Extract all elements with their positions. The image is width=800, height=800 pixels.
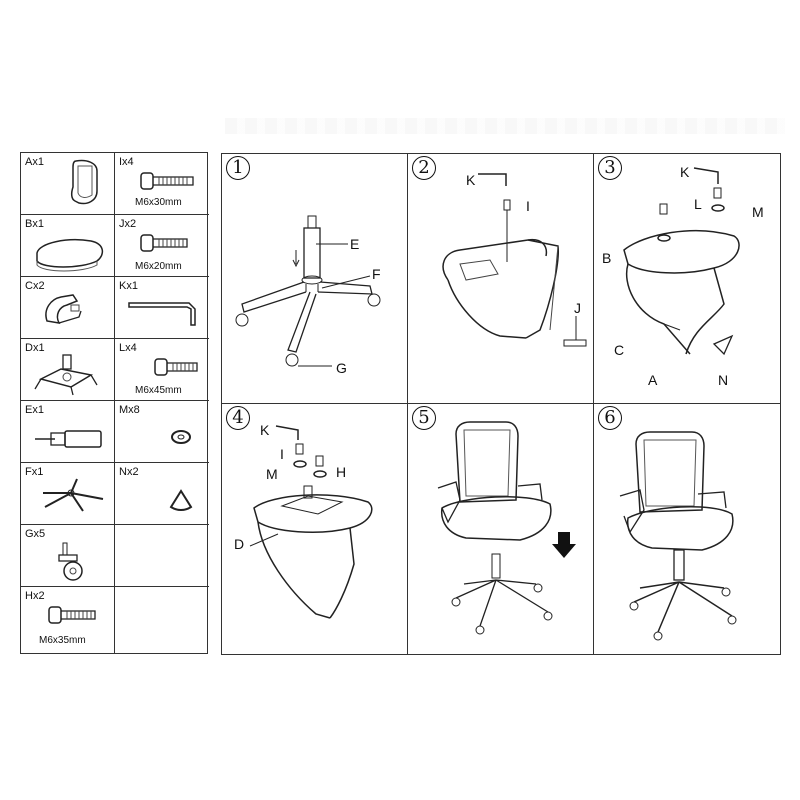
callout-label: G (336, 360, 347, 376)
step-6-panel: 6 (594, 404, 780, 654)
part-cell-d: Dx1 (21, 339, 115, 401)
callout-label: C (614, 342, 625, 358)
bolt-icon (140, 172, 194, 190)
part-label: Ix4 (119, 156, 134, 168)
part-label: Hx2 (25, 590, 45, 602)
part-cell-g: Gx5 (21, 525, 115, 587)
part-label: Cx2 (25, 280, 45, 292)
callout-label: I (280, 446, 284, 462)
callout-label: A (648, 372, 658, 388)
armrest-attach-illustration (442, 173, 587, 347)
callout-label: F (372, 266, 381, 282)
part-label: Nx2 (119, 466, 139, 478)
callout-label: D (234, 536, 245, 552)
allen-key-icon (128, 302, 196, 326)
part-label: Ax1 (25, 156, 44, 168)
part-size: M6x30mm (135, 197, 182, 208)
part-label: Bx1 (25, 218, 44, 230)
part-cell-m: Mx8 (115, 401, 209, 463)
part-label: Jx2 (119, 218, 137, 230)
part-label: Ex1 (25, 404, 44, 416)
part-cell-l: Lx4 M6x45mm (115, 339, 209, 401)
callout-label: L (694, 196, 702, 212)
part-cell-empty (115, 525, 209, 587)
part-size: M6x45mm (135, 385, 182, 396)
callout-label: K (260, 422, 270, 438)
mechanism-icon (34, 354, 98, 396)
callout-label: N (718, 372, 729, 388)
part-cell-b: Bx1 (21, 215, 115, 277)
chair-onto-base-illustration (437, 421, 576, 635)
callout-label: I (526, 198, 530, 214)
step-number: 1 (226, 156, 250, 180)
step-number: 3 (598, 156, 622, 180)
callout-label: H (336, 464, 347, 480)
step-number: 4 (226, 406, 250, 430)
gas-lift-icon (35, 430, 102, 448)
part-cell-h: Hx2 M6x35mm (21, 587, 115, 653)
star-base-icon (43, 478, 104, 512)
seat-attach-illustration (623, 167, 740, 356)
part-cell-empty (115, 587, 209, 653)
caster-icon (58, 542, 83, 581)
part-size: M6x35mm (39, 635, 86, 646)
callout-label: J (574, 300, 581, 316)
base-assembly-illustration (235, 215, 381, 367)
callout-label: E (350, 236, 360, 252)
callout-label: M (752, 204, 764, 220)
step-number: 6 (598, 406, 622, 430)
part-label: Mx8 (119, 404, 140, 416)
callout-label: B (602, 250, 612, 266)
part-label: Kx1 (119, 280, 138, 292)
part-cell-n: Nx2 (115, 463, 209, 525)
part-cell-a: Ax1 (21, 153, 115, 215)
part-cell-c: Cx2 (21, 277, 115, 339)
part-label: Dx1 (25, 342, 45, 354)
finished-chair-illustration (619, 431, 737, 641)
part-label: Lx4 (119, 342, 137, 354)
assembly-steps-grid: 1 E F G 2 K (221, 153, 781, 655)
washer-icon (171, 430, 191, 444)
bolt-icon (140, 234, 188, 252)
step-3-panel: 3 K L M B C A N (594, 154, 780, 404)
step-number: 5 (412, 406, 436, 430)
step-4-panel: 4 K I M H D (222, 404, 408, 654)
armrest-icon (45, 294, 82, 324)
mechanism-attach-illustration (249, 425, 373, 619)
bolt-icon (154, 358, 198, 376)
callout-label: K (466, 172, 476, 188)
bolt-icon (48, 606, 96, 624)
seat-cushion-icon (36, 239, 104, 272)
part-size: M6x20mm (135, 261, 182, 272)
part-label: Fx1 (25, 466, 44, 478)
cap-icon (169, 489, 193, 511)
faint-header-band (225, 118, 785, 134)
part-cell-e: Ex1 (21, 401, 115, 463)
step-number: 2 (412, 156, 436, 180)
step-2-panel: 2 K I J (408, 154, 594, 404)
parts-list-table: Ax1 Ix4 M6x30mm Bx1 Jx2 M6x20mm Cx2 (20, 152, 209, 654)
step-5-panel: 5 (408, 404, 594, 654)
callout-label: K (680, 164, 690, 180)
part-cell-f: Fx1 (21, 463, 115, 525)
step-1-panel: 1 E F G (222, 154, 408, 404)
part-cell-i: Ix4 M6x30mm (115, 153, 209, 215)
part-label: Gx5 (25, 528, 46, 540)
callout-label: M (266, 466, 278, 482)
backrest-icon (70, 159, 98, 205)
part-cell-j: Jx2 M6x20mm (115, 215, 209, 277)
part-cell-k: Kx1 (115, 277, 209, 339)
